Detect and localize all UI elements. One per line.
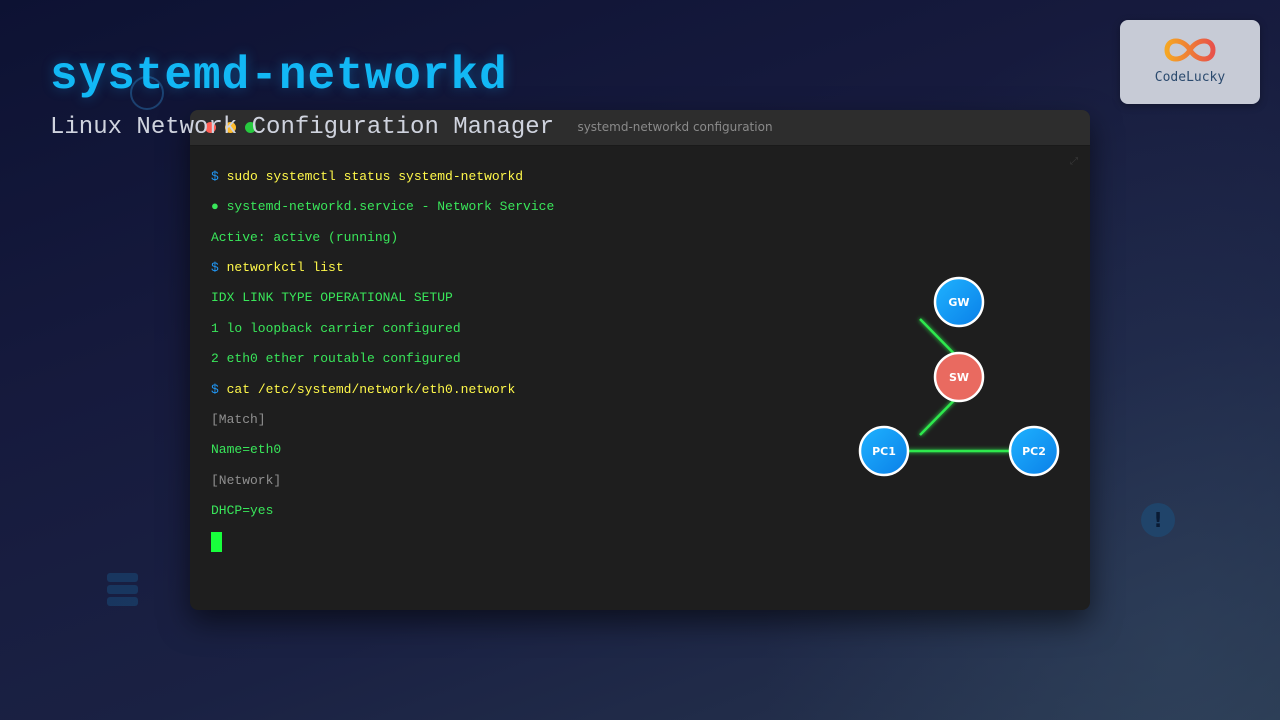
terminal-line: IDX LINK TYPE OPERATIONAL SETUP [211,290,453,305]
alert-icon: ! [1141,503,1175,537]
command-text: networkctl list [226,260,344,275]
node-label: PC2 [1022,445,1046,458]
command-text: sudo systemctl status systemd-networkd [226,169,524,184]
node-pc2: PC2 [1008,425,1060,477]
page-subtitle: Linux Network Configuration Manager [50,114,555,141]
terminal-line: ● systemd-networkd.service - Network Ser… [211,199,555,214]
node-sw: SW [933,351,985,403]
prompt-symbol: $ [211,260,219,275]
prompt-symbol: $ [211,169,219,184]
network-topology-diagram: GW SW PC1 PC2 [858,276,1060,477]
maximize-dot-icon[interactable] [245,122,256,133]
terminal-title: systemd-networkd configuration [577,120,773,134]
node-label: PC1 [872,445,896,458]
terminal-line: [Network] [211,473,282,488]
terminal-line: $ sudo systemctl status systemd-networkd [211,169,523,184]
server-stack-icon [107,573,138,609]
expand-icon: ⤢ [1070,156,1078,167]
logo-text: CodeLucky [1154,70,1226,85]
prompt-symbol: $ [211,382,219,397]
terminal-line: DHCP=yes [211,503,274,518]
terminal-line: Name=eth0 [211,442,282,457]
node-label: GW [948,296,969,309]
terminal-line: $ cat /etc/systemd/network/eth0.network [211,382,515,397]
command-text: cat /etc/systemd/network/eth0.network [226,382,516,397]
terminal-line: 2 eth0 ether routable configured [211,351,461,366]
terminal-line: $ networkctl list [211,260,344,275]
node-label: SW [949,371,969,384]
terminal-line: [Match] [211,412,266,427]
node-gw: GW [933,276,985,328]
page-title: systemd-networkd [50,50,508,102]
infinity-logo-icon [1164,38,1216,62]
decorative-ring-icon [130,76,164,110]
close-dot-icon[interactable] [205,122,216,133]
node-pc1: PC1 [858,425,910,477]
terminal-window[interactable]: systemd-networkd configuration ⤢ $ sudo … [190,110,1090,610]
codelucky-logo[interactable]: CodeLucky [1120,20,1260,104]
terminal-cursor[interactable] [211,532,222,552]
minimize-dot-icon[interactable] [225,122,236,133]
terminal-line: 1 lo loopback carrier configured [211,321,461,336]
terminal-titlebar: systemd-networkd configuration [190,110,1090,146]
terminal-line: Active: active (running) [211,230,399,245]
